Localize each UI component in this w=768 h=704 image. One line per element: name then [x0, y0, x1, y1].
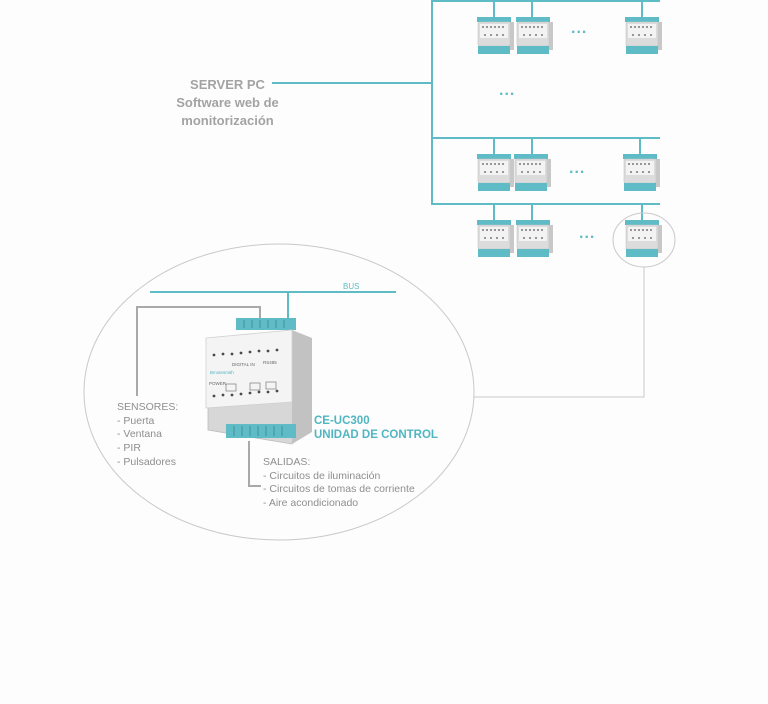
- bus-label: BUS: [343, 282, 360, 291]
- output-item: - Aire acondicionado: [263, 497, 359, 510]
- bus-lines: [150, 291, 396, 322]
- sensor-item: - Pulsadores: [117, 455, 176, 468]
- network-lines: [272, 0, 660, 222]
- ellipsis-row-3: ...: [579, 225, 596, 242]
- outputs-list: SALIDAS: - Circuitos de iluminación - Ci…: [263, 456, 415, 511]
- detail-ellipse: [83, 243, 475, 541]
- sensor-wire: [136, 306, 261, 396]
- control-unit-name: UNIDAD DE CONTROL: [314, 429, 438, 441]
- output-item: - Circuitos de tomas de corriente: [263, 483, 415, 496]
- output-wire: [248, 441, 261, 487]
- control-module-row-3: [476, 219, 663, 258]
- outputs-title: SALIDAS:: [263, 456, 311, 468]
- server-subtitle-1: Software web de: [176, 95, 279, 110]
- sensor-item: - Puerta: [117, 414, 155, 427]
- control-module-row-1: [476, 16, 663, 55]
- ellipsis-row-1: ...: [571, 20, 588, 37]
- ellipsis-row-2: ...: [569, 160, 586, 177]
- device-brand: Bmotesmith: [210, 370, 234, 375]
- sensor-item: - Ventana: [117, 428, 162, 441]
- sensors-title: SENSORES:: [117, 401, 179, 413]
- device-label-rs485: RS485: [263, 360, 277, 365]
- server-title: SERVER PC: [190, 77, 265, 92]
- ellipsis-rows: ...: [499, 82, 516, 99]
- sensor-item: - PIR: [117, 442, 141, 455]
- control-unit-device: DIGITAL IN RS485 Bmotesmith POWER: [205, 318, 312, 445]
- device-label-digital-in: DIGITAL IN: [232, 362, 255, 367]
- sensors-list: SENSORES: - Puerta - Ventana - PIR - Pul…: [117, 401, 178, 470]
- server-subtitle-2: monitorización: [181, 113, 274, 128]
- server-pc-label: SERVER PC Software web de monitorización: [150, 76, 305, 130]
- output-item: - Circuitos de iluminación: [263, 469, 381, 482]
- control-unit-label: CE-UC300 UNIDAD DE CONTROL: [314, 414, 438, 442]
- control-unit-model: CE-UC300: [314, 415, 370, 427]
- zoom-connector: [474, 267, 645, 398]
- device-label-power: POWER: [209, 381, 227, 386]
